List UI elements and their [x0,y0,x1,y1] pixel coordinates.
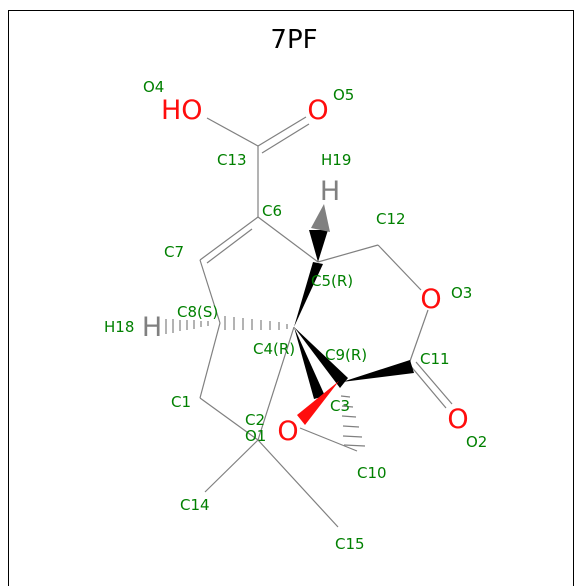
label-o5: O5 [333,86,354,104]
atom-o2: O [447,404,468,435]
label-c15: C15 [335,535,365,553]
bond-c12-o3 [377,244,422,291]
label-o2: O2 [466,433,487,451]
bond-c7-c8 [199,259,221,324]
wedge-bond-h19 [311,204,330,232]
atom-o3: O [420,284,441,315]
bond-c13-o5-a [257,116,307,147]
diagram-frame [8,10,574,586]
bond-c2-c14 [204,439,259,493]
bond-c6-c7-b [206,228,253,264]
label-o1: O1 [245,427,266,445]
bond-c2-c4 [257,326,295,441]
bond-o3-c11 [408,309,429,365]
wedge-bond-red [297,381,339,425]
bond-c5-c12 [317,244,379,263]
atom-symbols: HO O O O O H H [142,95,469,447]
label-c11: C11 [420,350,450,368]
label-c14: C14 [180,496,210,514]
bond-c13-o5-b [261,123,310,154]
label-c4: C4(R) [253,340,295,358]
bond-o1-c10 [299,427,358,452]
bond-c11-o2-b [415,361,453,405]
label-o3: O3 [451,284,472,302]
atom-labels: O4 O5 C13 H19 C6 C12 C7 C5(R) O3 H18 C8(… [104,78,487,553]
bond-c2-c15 [257,439,339,528]
label-c6: C6 [262,202,282,220]
label-o4: O4 [143,78,164,96]
bond-c1-c2 [199,397,259,441]
label-c10: C10 [357,464,387,482]
atom-o1: O [277,416,298,447]
atom-h18: H [142,312,162,343]
bond-o4-c13 [206,117,259,147]
label-c2: C2 [245,411,265,429]
wedge-bonds [294,230,414,399]
molecule-title: 7PF [270,25,317,55]
label-h18: H18 [104,318,134,336]
label-c13: C13 [217,151,247,169]
label-c1: C1 [171,393,191,411]
atom-h19: H [320,176,340,207]
bond-c8-c1 [199,322,221,399]
bonds [199,116,453,528]
bond-c6-c7-a [199,216,259,261]
label-c8: C8(S) [177,303,218,321]
bond-c6-c5 [257,216,319,263]
label-c3: C3 [330,397,350,415]
label-c7: C7 [164,243,184,261]
bond-c11-o2-a [408,363,447,409]
atom-o5: O [307,95,328,126]
label-c9: C9(R) [325,346,367,364]
label-c5: C5(R) [311,272,353,290]
hash-bonds [165,316,366,447]
atom-ho: HO [161,95,203,126]
label-c12: C12 [376,210,406,228]
label-h19: H19 [321,151,351,169]
